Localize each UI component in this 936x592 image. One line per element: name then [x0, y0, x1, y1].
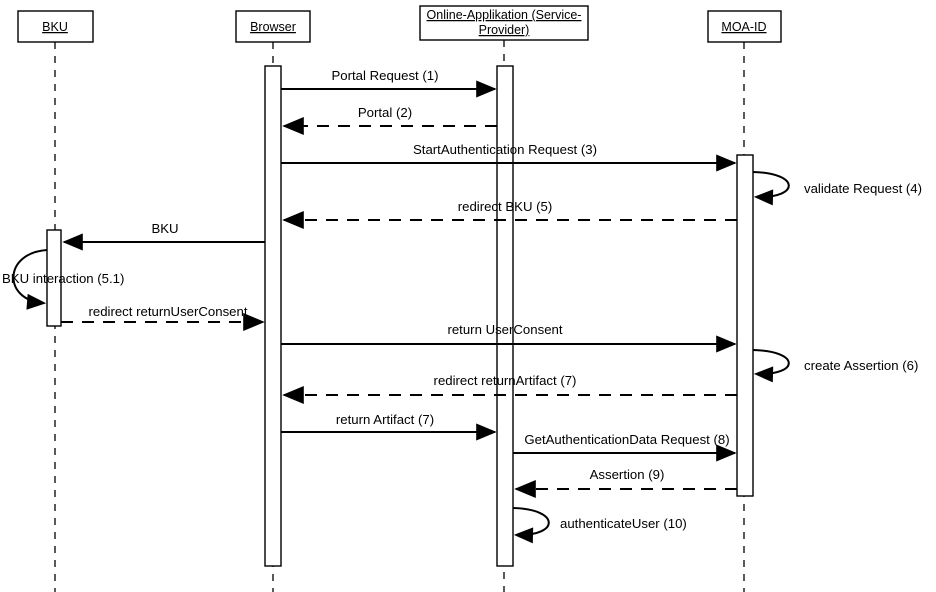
message-authenticateuser[interactable]: authenticateUser (10)	[512, 507, 687, 544]
message-startauthentication-request[interactable]: StartAuthentication Request (3)	[281, 142, 737, 172]
message-label-startauthentication-request: StartAuthentication Request (3)	[413, 142, 597, 157]
message-redirect-returnartifact[interactable]: redirect returnArtifact (7)	[282, 373, 737, 404]
message-bku-interaction[interactable]: BKU interaction (5.1)	[2, 249, 124, 310]
message-label-getauthenticationdata-request: GetAuthenticationData Request (8)	[524, 432, 729, 447]
message-label-portal: Portal (2)	[358, 105, 412, 120]
participant-box-bku[interactable]	[17, 10, 94, 43]
message-label-redirect-returnuserconsent: redirect returnUserConsent	[88, 304, 247, 319]
activation-bar-bku	[46, 229, 62, 327]
message-assertion[interactable]: Assertion (9)	[514, 467, 737, 498]
message-label-validate-request: validate Request (4)	[804, 181, 922, 196]
message-label-redirect-returnartifact: redirect returnArtifact (7)	[434, 373, 577, 388]
message-arrow-bku-interaction	[12, 249, 48, 310]
participant-bku[interactable]: BKU	[17, 10, 94, 43]
message-label-authenticateuser: authenticateUser (10)	[560, 516, 687, 531]
message-label-create-assertion: create Assertion (6)	[804, 358, 918, 373]
message-bku[interactable]: BKU	[62, 221, 265, 251]
message-portal-request[interactable]: Portal Request (1)	[281, 68, 497, 98]
message-label-bku-interaction: BKU interaction (5.1)	[2, 271, 124, 286]
participant-box-online-applikation[interactable]	[419, 5, 589, 41]
participant-label-browser: Browser	[250, 20, 296, 34]
message-label-assertion: Assertion (9)	[590, 467, 665, 482]
participant-headers: BKU Browser Online-Applikation (Service-…	[17, 5, 782, 43]
activation-bar-online-applikation	[496, 65, 514, 567]
participant-box-browser[interactable]	[235, 10, 311, 43]
participant-box-moa-id[interactable]	[707, 10, 782, 43]
participant-online-applikation[interactable]: Online-Applikation (Service- Provider)	[419, 5, 589, 41]
participant-browser[interactable]: Browser	[235, 10, 311, 43]
message-return-userconsent[interactable]: return UserConsent	[281, 322, 737, 353]
participant-label-online-applikation-line1: Online-Applikation (Service-	[427, 8, 582, 22]
message-portal[interactable]: Portal (2)	[282, 105, 497, 135]
message-arrow-create-assertion	[752, 349, 790, 383]
message-redirect-returnuserconsent[interactable]: redirect returnUserConsent	[61, 304, 265, 331]
activation-bar-moa-id	[736, 154, 754, 497]
message-return-artifact[interactable]: return Artifact (7)	[281, 412, 497, 441]
participant-label-bku: BKU	[42, 20, 68, 34]
message-label-return-artifact: return Artifact (7)	[336, 412, 434, 427]
activation-bar-browser	[264, 65, 282, 567]
message-create-assertion[interactable]: create Assertion (6)	[752, 349, 918, 383]
participant-moa-id[interactable]: MOA-ID	[707, 10, 782, 43]
message-arrow-authenticateuser	[512, 507, 550, 544]
activation-bars	[46, 65, 754, 567]
participant-label-moa-id: MOA-ID	[721, 20, 766, 34]
message-arrow-validate-request	[752, 171, 790, 206]
message-label-bku: BKU	[151, 221, 178, 236]
participant-label-online-applikation-line2: Provider)	[479, 23, 530, 37]
message-validate-request[interactable]: validate Request (4)	[752, 171, 922, 206]
message-label-return-userconsent: return UserConsent	[447, 322, 562, 337]
message-redirect-bku[interactable]: redirect BKU (5)	[282, 199, 737, 229]
message-getauthenticationdata-request[interactable]: GetAuthenticationData Request (8)	[513, 432, 737, 462]
message-label-redirect-bku: redirect BKU (5)	[458, 199, 553, 214]
message-label-portal-request: Portal Request (1)	[331, 68, 438, 83]
